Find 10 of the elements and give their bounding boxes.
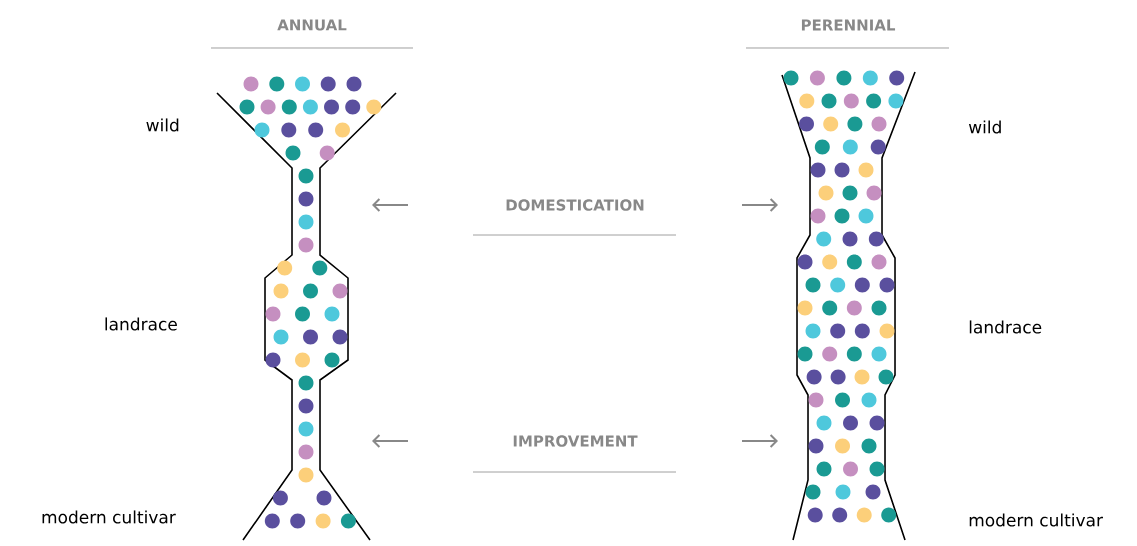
stage-label: wild	[968, 120, 1001, 134]
stage-label: modern cultivar	[42, 510, 176, 524]
process-label: IMPROVEMENT	[513, 435, 638, 447]
stage-label: landrace	[105, 317, 177, 331]
stage-label: modern cultivar	[969, 513, 1103, 527]
column-heading: PERENNIAL	[801, 19, 896, 31]
process-label: DOMESTICATION	[506, 199, 644, 211]
stage-label: wild	[146, 118, 179, 132]
stage-label: landrace	[969, 320, 1042, 334]
column-heading: ANNUAL	[277, 19, 347, 31]
